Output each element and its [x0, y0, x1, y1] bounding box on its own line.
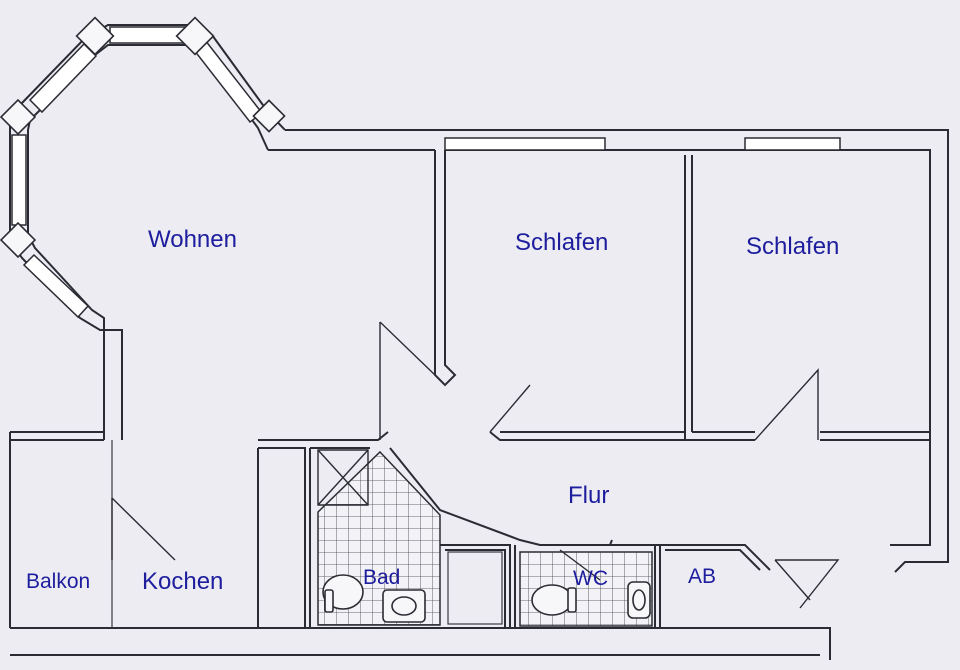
- label-balkon: Balkon: [26, 570, 90, 593]
- window-schlafen-1: [444, 137, 606, 151]
- wc-fixtures: [519, 549, 653, 627]
- label-wohnen: Wohnen: [148, 226, 237, 253]
- doors: [111, 321, 840, 609]
- window-north: [109, 26, 189, 44]
- window-schlafen-2: [744, 137, 841, 151]
- interior-walls: [111, 150, 930, 628]
- door-entry: [774, 559, 840, 609]
- outer-walls: [9, 129, 949, 660]
- door-schlafen-2: [754, 368, 819, 441]
- label-bad: Bad: [363, 566, 400, 589]
- door-schlafen-1: [489, 384, 531, 433]
- label-schlafen-2: Schlafen: [746, 233, 839, 260]
- label-flur: Flur: [568, 482, 609, 509]
- label-ab: AB: [688, 565, 716, 588]
- label-kochen: Kochen: [142, 568, 223, 595]
- window-west: [11, 134, 27, 226]
- window-southwest: [22, 253, 90, 319]
- label-wc: WC: [573, 567, 608, 590]
- bathroom-fixtures: [317, 449, 503, 626]
- label-schlafen-1: Schlafen: [515, 229, 608, 256]
- room-labels: Wohnen Schlafen Schlafen Flur Balkon Koc…: [26, 226, 839, 595]
- bay-window: [0, 16, 286, 440]
- shower-tray: [317, 449, 369, 506]
- door-wohnen: [379, 321, 436, 440]
- door-kochen: [111, 497, 176, 561]
- window-northwest: [28, 42, 98, 114]
- wc-toilet-icon: [531, 584, 573, 616]
